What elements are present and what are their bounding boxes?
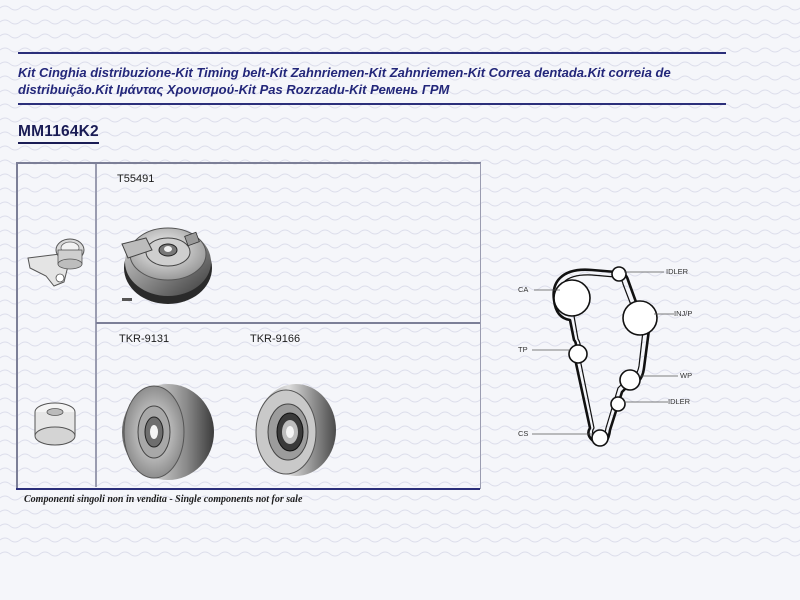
idler-pulley-photo (255, 384, 336, 476)
page-title: Kit Cinghia distribuzione-Kit Timing bel… (18, 65, 671, 97)
part-code-label: T55491 (117, 173, 155, 185)
idler-pulley-top (611, 266, 627, 282)
parts-frame-vertical-divider (95, 164, 97, 487)
camshaft-pulley (553, 279, 591, 317)
water-pump-pulley (619, 369, 641, 391)
idler-schematic-icon (34, 402, 76, 446)
diagram-label-idler-bottom: IDLER (668, 397, 691, 406)
header-rule-top (18, 52, 726, 54)
diagram-label-idler-top: IDLER (666, 267, 689, 276)
crankshaft-pulley (591, 429, 609, 447)
tensioner-pulley-photo (121, 227, 212, 304)
diagram-label-wp: WP (680, 371, 692, 380)
parts-frame-horizontal-divider (96, 322, 480, 324)
header-rule-bottom (18, 103, 726, 105)
parts-frame-bottom-rule (16, 488, 480, 490)
idler-pulley-photo (122, 384, 214, 480)
kit-code: MM1164K2 (18, 123, 99, 144)
idler-pulley-bottom (610, 396, 626, 412)
diagram-label-inj-pump: INJ/P (674, 309, 692, 318)
single-components-note: Componenti singoli non in vendita - Sing… (24, 494, 303, 505)
diagram-label-ca: CA (518, 285, 528, 294)
diagram-label-tp: TP (518, 345, 528, 354)
belt-routing-diagram: CA IDLER INJ/P TP WP IDLER CS (518, 266, 692, 447)
parts-frame (16, 162, 481, 489)
injection-pump-pulley (622, 300, 658, 336)
diagram-label-cs: CS (518, 429, 528, 438)
part-code-label: TKR-9166 (250, 333, 301, 345)
tensioner-schematic-icon (27, 238, 85, 287)
tensioner-pulley (568, 344, 588, 364)
part-code-label: TKR-9131 (119, 333, 170, 345)
